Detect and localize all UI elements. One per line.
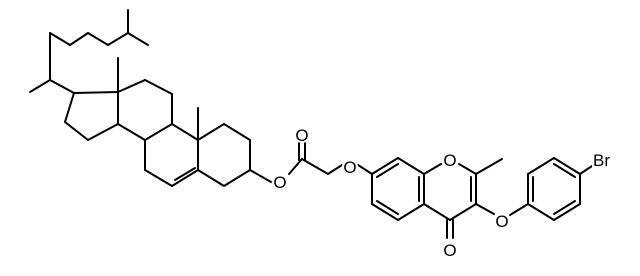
atom-label-ether-oxygen-linker: O <box>342 158 358 177</box>
bromophenoxy-ring-bonds <box>509 157 593 221</box>
atom-label-carbonyl-oxygen-chromone: O <box>442 241 458 260</box>
atom-label-ester-oxygen-carbonyl: O <box>294 126 310 145</box>
chromone-carbonyl-oxygen-label: O <box>443 241 456 260</box>
atom-label-ring-oxygen-chromone: O <box>442 151 458 170</box>
atom-label-aryl-ether-oxygen: O <box>494 212 510 231</box>
atom-label-bromine: Br <box>592 150 616 170</box>
aryl-ether-oxygen-label: O <box>495 212 508 231</box>
carbonyl-oxygen-label: O <box>295 126 308 145</box>
chromone-pyranone-ring-bonds <box>423 158 503 239</box>
ring-a-bonds <box>197 123 251 187</box>
ring-b-bonds <box>144 107 199 187</box>
side-chain-bonds <box>29 9 149 94</box>
atom-label-ester-oxygen-single: O <box>272 173 288 192</box>
chromone-benzo-ring-bonds <box>371 157 425 221</box>
ester-oxygen-label: O <box>273 173 286 192</box>
ester-linker-bonds <box>249 142 373 183</box>
ether-oxygen-label: O <box>343 158 356 177</box>
bromine-label: Br <box>593 151 610 170</box>
ring-c-bonds <box>117 79 173 141</box>
ring-oxygen-label: O <box>443 151 456 170</box>
ring-d-bonds <box>64 57 119 141</box>
